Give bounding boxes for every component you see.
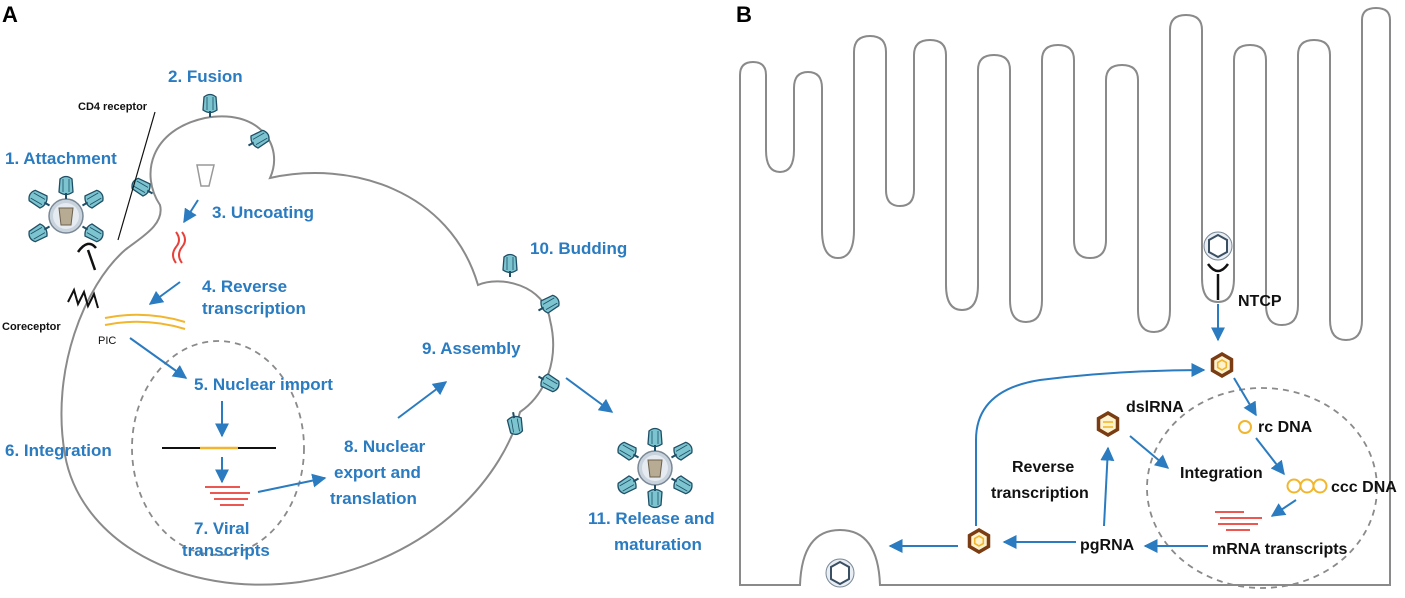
step-attachment: 1. Attachment xyxy=(5,149,117,168)
attaching-virion xyxy=(25,175,107,245)
ntcp-receptor xyxy=(1206,263,1230,300)
panel-b-letter: B xyxy=(736,2,752,27)
mrna-transcripts-label: mRNA transcripts xyxy=(1212,541,1348,558)
coreceptor-shape xyxy=(67,287,99,309)
step-integration: 6. Integration xyxy=(5,441,112,460)
step-nuclear-import: 5. Nuclear import xyxy=(194,375,333,394)
uncoated-capsid xyxy=(196,164,215,187)
reverse-transcription-label-2: transcription xyxy=(991,485,1089,502)
ntcp-label: NTCP xyxy=(1238,293,1282,310)
panel-a-arrows xyxy=(129,199,614,493)
step-budding: 10. Budding xyxy=(530,239,627,258)
step-assembly: 9. Assembly xyxy=(422,339,521,358)
step-nuclear-export-1: 8. Nuclear xyxy=(344,437,426,456)
released-hbv-virion xyxy=(825,558,855,588)
panel-a-nucleus xyxy=(131,340,305,556)
hepatocyte-membrane xyxy=(739,6,1391,586)
reverse-transcription-label-1: Reverse xyxy=(1012,459,1074,476)
panel-a-letter: A xyxy=(2,2,18,27)
step-viral-transcripts-2: transcripts xyxy=(182,541,270,560)
viral-transcripts-lines xyxy=(205,486,250,506)
step-release-2: maturation xyxy=(614,535,702,554)
pic-label: PIC xyxy=(98,335,116,347)
ccc-dna-circles xyxy=(1286,478,1328,494)
step-uncoating: 3. Uncoating xyxy=(212,203,314,222)
pic-dna xyxy=(104,313,186,330)
dslrna-label: dslRNA xyxy=(1126,399,1184,416)
cd4-receptor-label: CD4 receptor xyxy=(78,101,148,113)
step-release-1: 11. Release and xyxy=(588,509,715,528)
pgrna-label: pgRNA xyxy=(1080,537,1135,554)
panel-b-capsids xyxy=(967,352,1234,554)
cd4-receptor xyxy=(76,111,156,271)
mrna-transcript-lines xyxy=(1215,511,1262,531)
rc-dna-circle xyxy=(1238,420,1252,434)
rc-dna-label: rc DNA xyxy=(1258,419,1313,436)
entering-hbv-virion xyxy=(1203,231,1233,261)
step-nuclear-export-3: translation xyxy=(330,489,417,508)
viral-rna xyxy=(172,231,186,264)
step-viral-transcripts-1: 7. Viral xyxy=(194,519,249,538)
step-fusion: 2. Fusion xyxy=(168,67,243,86)
step-reverse-transcription-1: 4. Reverse xyxy=(202,277,287,296)
step-nuclear-export-2: export and xyxy=(334,463,421,482)
integration-label: Integration xyxy=(1180,465,1263,482)
panel-b-nucleus xyxy=(1146,387,1378,589)
panel-b-arrows xyxy=(888,304,1297,553)
step-reverse-transcription-2: transcription xyxy=(202,299,306,318)
released-virion xyxy=(614,427,696,509)
coreceptor-label: Coreceptor xyxy=(2,321,61,333)
ccc-dna-label: ccc DNA xyxy=(1331,479,1397,496)
panel-a-cell-membrane xyxy=(60,115,555,586)
